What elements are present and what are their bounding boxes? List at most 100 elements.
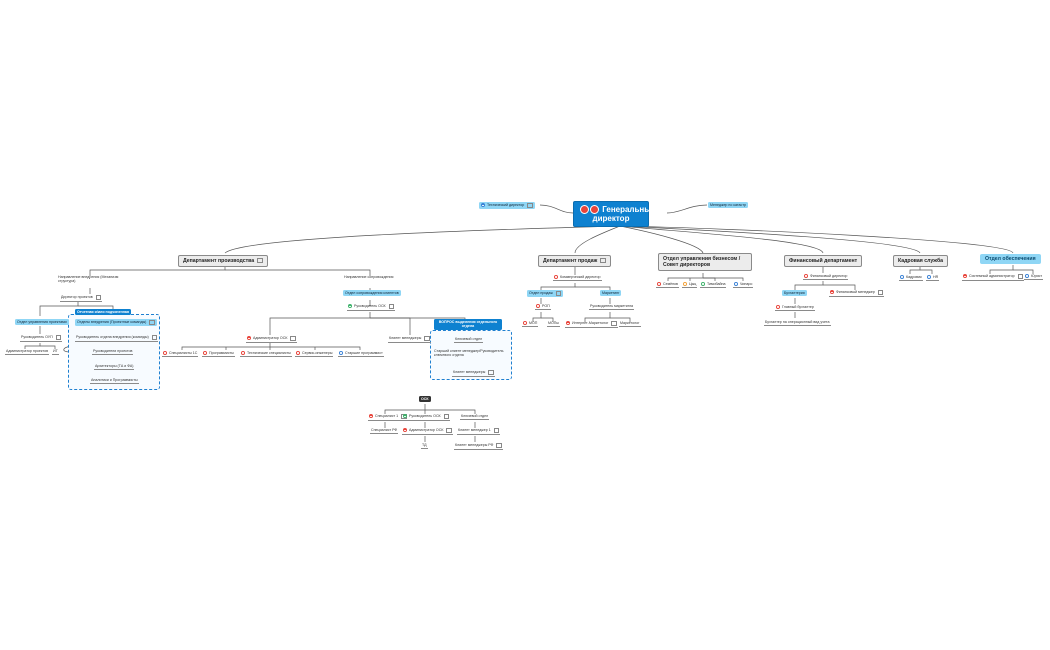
dept-hr[interactable]: Кадровая служба	[893, 255, 949, 267]
recruiter[interactable]: Кадровик	[899, 275, 923, 282]
board-member-4-label: Чинаро	[740, 282, 753, 286]
internet-marketer[interactable]: Интернет-Маркетолог	[565, 321, 618, 328]
dept-business-board-label: Отдел управления бизнесом / Совет директ…	[663, 256, 741, 268]
mops-node[interactable]: МОПы	[547, 321, 560, 328]
recruiter-label: Кадровик	[906, 275, 922, 279]
dept-support[interactable]: Отдел обеспечения	[980, 254, 1041, 264]
subordinate-header[interactable]: Отчетная и/или подчиненная	[75, 309, 132, 316]
key-dept[interactable]: Ключевой отдел	[454, 337, 484, 344]
architects[interactable]: Архитекторы (ТА и ФА)	[94, 364, 135, 371]
senior-programmer[interactable]: Старшие программист	[338, 351, 384, 358]
note-icon	[877, 290, 884, 295]
dept-production[interactable]: Департамент производства	[178, 255, 268, 267]
programmers[interactable]: Программисты	[202, 351, 235, 358]
question-header-label: ВОПРОС выделения отдельного отдела	[438, 320, 498, 329]
marketologist[interactable]: Маркетолог	[619, 321, 641, 328]
ocs-td-label: ТД	[422, 443, 427, 447]
technical-director-node[interactable]: Технический директор	[479, 202, 535, 209]
it-node[interactable]: ИТ	[52, 349, 59, 356]
board-member-2[interactable]: Цыц	[682, 282, 698, 289]
impl-direction[interactable]: Направление внедрения (Механизм структур…	[58, 275, 128, 284]
person-icon	[339, 351, 343, 356]
fin-director[interactable]: Финансовый директор	[803, 274, 849, 281]
ocs-block-head[interactable]: Руководитель ОСК	[402, 414, 451, 421]
person-icon	[683, 282, 687, 287]
marketing-node[interactable]: Маркетинг	[600, 290, 622, 297]
ocs-key-dept[interactable]: Ключевой отдел	[460, 414, 490, 421]
accounting-label: Бухгалтерия	[784, 291, 805, 295]
tech-specialists-label: Технические специалисты	[247, 351, 291, 355]
technical-director-label: Технический директор	[487, 203, 525, 208]
ocs-td[interactable]: ТД	[421, 443, 428, 450]
ocs-block-admin[interactable]: Администратор ОСК	[402, 428, 453, 435]
chief-accountant-label: Главный бухгалтер	[782, 305, 814, 309]
hr-node[interactable]: HR	[926, 275, 940, 282]
specialist-1c[interactable]: Специалисты 1С	[162, 351, 199, 358]
note-icon	[488, 370, 494, 375]
person-icon	[523, 321, 527, 326]
commercial-director[interactable]: Коммерческий директор	[553, 275, 602, 282]
person-icon	[830, 290, 834, 295]
opu-head[interactable]: Руководитель ОУП	[20, 335, 63, 342]
project-admin[interactable]: Администратор проектов	[5, 349, 49, 356]
catastr-manager-node[interactable]: Менеджер по катастр	[708, 202, 748, 209]
board-member-3-label: Тимобайна	[707, 282, 726, 286]
support-direction[interactable]: Направление сопровождения	[344, 275, 394, 279]
client-managers-2[interactable]: Клиент менеджеры	[452, 370, 495, 377]
ocs-client-manager-1[interactable]: Клиент менеджер 1	[457, 428, 501, 435]
sysadmin[interactable]: Системный администратор	[962, 274, 1025, 281]
marketologist-label: Маркетолог	[620, 321, 640, 325]
client-managers[interactable]: Клиент менеджеры	[388, 336, 431, 343]
rop-label: РОП	[542, 304, 550, 308]
senior-client-manager[interactable]: Старший клиент менеджер/Руководитель клю…	[434, 349, 508, 358]
ocs-title[interactable]: ОСК	[419, 396, 431, 403]
project-managers[interactable]: Руководители проектов	[92, 349, 134, 356]
person-icon	[403, 428, 407, 433]
it-label: ИТ	[53, 349, 58, 353]
project-director[interactable]: Директор проектов	[60, 295, 103, 302]
ocs-head[interactable]: Руководитель ОСК	[347, 304, 396, 311]
person-icon	[804, 274, 808, 279]
ocs-client-managers-rf-label: Клиент менеджеры РФ	[455, 443, 494, 448]
pm-dept[interactable]: Отдел управления проектами	[15, 319, 69, 326]
question-header[interactable]: ВОПРОС выделения отдельного отдела	[434, 319, 502, 330]
fin-director-label: Финансовый директор	[810, 274, 848, 278]
lawyer[interactable]: Юрист	[1024, 274, 1044, 281]
accountant[interactable]: Бухгалтер на операционный вид учета	[764, 320, 831, 327]
note-icon	[1017, 274, 1024, 279]
person-icon	[701, 282, 705, 287]
board-member-1[interactable]: Семёнов	[656, 282, 679, 289]
fin-manager[interactable]: Финансовый менеджер	[829, 290, 885, 297]
analysts[interactable]: Аналитики и Программисты	[90, 378, 139, 385]
rop-node[interactable]: РОП	[535, 304, 551, 311]
impl-direction-label: Направление внедрения (Механизм структур…	[58, 275, 119, 284]
ocs-specialist-rf[interactable]: Специалист РФ	[370, 428, 399, 435]
client-managers-2-label: Клиент менеджеры	[453, 370, 486, 375]
ocs-admin[interactable]: Администратор ОСК	[246, 336, 297, 343]
dept-finance[interactable]: Финансовый департамент	[784, 255, 863, 267]
sales-dept[interactable]: Отдел продаж	[527, 290, 564, 297]
note-icon	[443, 414, 450, 419]
opu-head-label: Руководитель ОУП	[21, 335, 53, 340]
dept-business-board[interactable]: Отдел управления бизнесом / Совет директ…	[658, 253, 752, 271]
board-member-4[interactable]: Чинаро	[733, 282, 754, 289]
root-node[interactable]: Генеральный директор	[573, 201, 656, 228]
dept-sales[interactable]: Департамент продаж	[538, 255, 611, 267]
mop-node[interactable]: МОП	[522, 321, 539, 328]
architects-label: Архитекторы (ТА и ФА)	[95, 364, 134, 368]
client-support-dept[interactable]: Отдел сопровождения клиентов	[343, 290, 401, 297]
board-member-3[interactable]: Тимобайна	[700, 282, 727, 289]
ocs-client-managers-rf[interactable]: Клиент менеджеры РФ	[454, 443, 503, 450]
impl-head-label: Руководитель отдела внедрения (команды)	[76, 335, 149, 340]
impl-head[interactable]: Руководитель отдела внедрения (команды)	[75, 335, 159, 342]
tech-specialists[interactable]: Технические специалисты	[240, 351, 292, 358]
accounting[interactable]: Бухгалтерия	[782, 290, 807, 297]
commercial-director-label: Коммерческий директор	[560, 275, 601, 279]
chief-accountant[interactable]: Главный бухгалтер	[775, 305, 815, 312]
impl-dept[interactable]: Отделы внедрения (Проектные команды)	[75, 319, 157, 326]
accountant-label: Бухгалтер на операционный вид учета	[765, 320, 830, 324]
marketing-head[interactable]: Руководитель маркетинга	[589, 304, 634, 311]
person-icon	[296, 351, 300, 356]
senior-programmer-label: Старшие программист	[345, 351, 383, 355]
service-engineers[interactable]: Сервис-инженеры	[295, 351, 334, 358]
